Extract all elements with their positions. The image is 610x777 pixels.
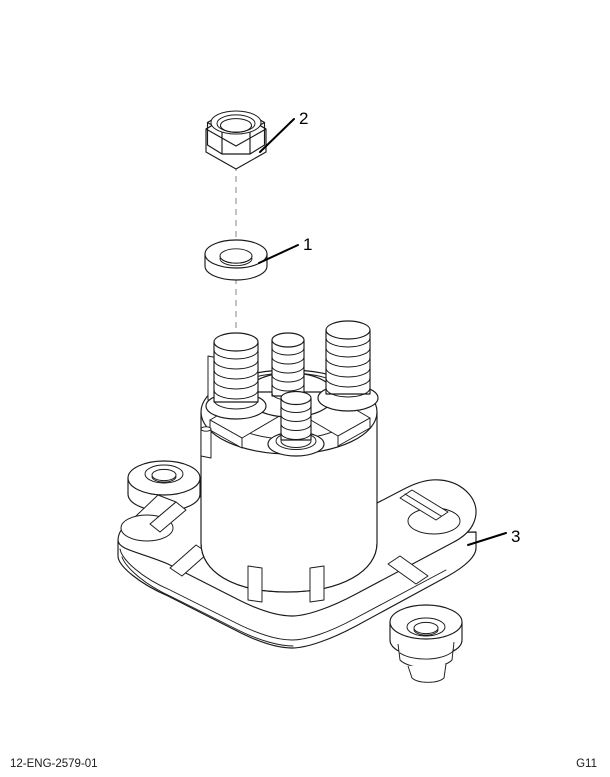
flat-washer-hole-bottom-arc bbox=[219, 255, 253, 264]
boss-lr-skirt-line bbox=[399, 649, 455, 660]
threaded-stud-left bbox=[205, 332, 267, 420]
leader-line-3 bbox=[467, 532, 507, 546]
stud-front-top bbox=[280, 390, 312, 406]
boss-ul-hole bbox=[151, 468, 177, 482]
footer-part-number: 12-ENG-2579-01 bbox=[10, 758, 98, 770]
hex-nut bbox=[205, 110, 267, 170]
cylindrical-body bbox=[200, 411, 378, 603]
gusset-upper-right-edge bbox=[404, 493, 442, 517]
leader-line-1 bbox=[258, 244, 299, 264]
callout-number-2: 2 bbox=[299, 109, 309, 128]
body-bottom-arc bbox=[200, 542, 378, 593]
flat-washer bbox=[204, 239, 268, 281]
threaded-stud-front bbox=[267, 390, 325, 457]
stud-front-threads bbox=[280, 405, 312, 448]
rib-diagonal-b-side bbox=[337, 417, 371, 447]
mounting-boss-lower-right bbox=[389, 604, 463, 683]
threaded-stud-right bbox=[317, 320, 379, 412]
footer-page-code: G11 bbox=[576, 758, 597, 770]
flat-washer-hole-inner-wall bbox=[219, 258, 253, 267]
stud-back-top bbox=[271, 332, 305, 348]
callout-number-3: 3 bbox=[511, 527, 521, 546]
gusset-lower-right bbox=[387, 555, 429, 585]
body-tab-right bbox=[309, 565, 325, 603]
locating-pin-top bbox=[200, 426, 212, 432]
hex-nut-bottom-outline bbox=[206, 144, 266, 155]
leader-line-2 bbox=[259, 118, 295, 153]
body-tab-left bbox=[247, 565, 263, 603]
gusset-left bbox=[149, 501, 187, 533]
boss-lr-skirt bbox=[397, 641, 455, 669]
boss-lr-hole-depth bbox=[413, 629, 439, 636]
boss-lr-hole bbox=[413, 621, 439, 635]
hex-nut-bore-thread bbox=[220, 125, 252, 133]
stud-left-threads bbox=[213, 349, 259, 410]
base-thickness-line-2 bbox=[121, 556, 294, 647]
mounting-boss-upper-left bbox=[127, 460, 201, 525]
stud-back-shank bbox=[271, 339, 305, 397]
base-thickness-line-1 bbox=[119, 548, 447, 641]
threaded-stud-back bbox=[271, 332, 305, 401]
stud-left-top bbox=[213, 332, 259, 352]
boss-lr-stem bbox=[407, 663, 447, 683]
stud-right-threads bbox=[325, 337, 371, 398]
locating-pin bbox=[200, 426, 212, 459]
stud-right-top bbox=[325, 320, 371, 340]
locating-pin-body bbox=[200, 427, 212, 459]
rib-diagonal-a-side bbox=[209, 419, 243, 449]
boss-ul-hole-depth bbox=[151, 476, 177, 483]
callout-number-1: 1 bbox=[303, 235, 313, 254]
